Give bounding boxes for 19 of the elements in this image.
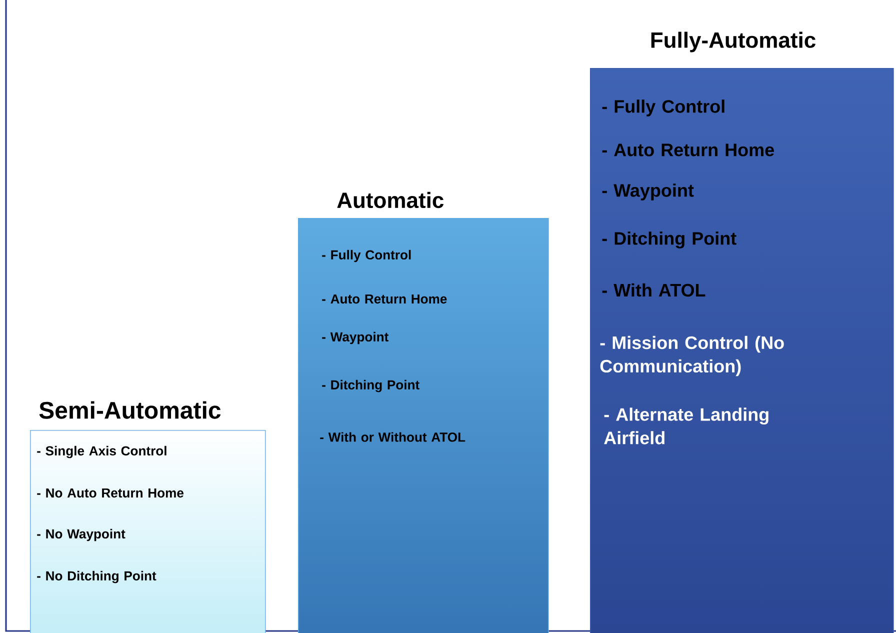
column-heading: Fully-Automatic [651, 32, 816, 52]
list-item: - No Auto Return Home [37, 488, 184, 498]
list-item: - Waypoint [602, 184, 694, 200]
list-item: - Single Axis Control [37, 446, 166, 458]
list-item: - Alternate Landing Airfield [604, 408, 768, 444]
list-item: - Fully Control [602, 100, 724, 116]
list-item: - Mission Control (No Communication) [600, 336, 784, 376]
column-heading: Semi-Automatic [39, 401, 221, 419]
list-item: - Auto Return Home [322, 294, 447, 304]
list-item: - No Ditching Point [37, 570, 156, 584]
list-item: - Fully Control [322, 250, 411, 262]
list-item: - With or Without ATOL [320, 432, 466, 442]
list-item: - Waypoint [322, 332, 388, 344]
list-item: - With ATOL [602, 283, 706, 297]
column-heading: Automatic [337, 192, 444, 208]
list-item: - No Waypoint [37, 528, 126, 542]
list-item: - Auto Return Home [602, 144, 774, 156]
list-item: - Ditching Point [602, 232, 736, 248]
list-item: - Ditching Point [322, 380, 420, 392]
